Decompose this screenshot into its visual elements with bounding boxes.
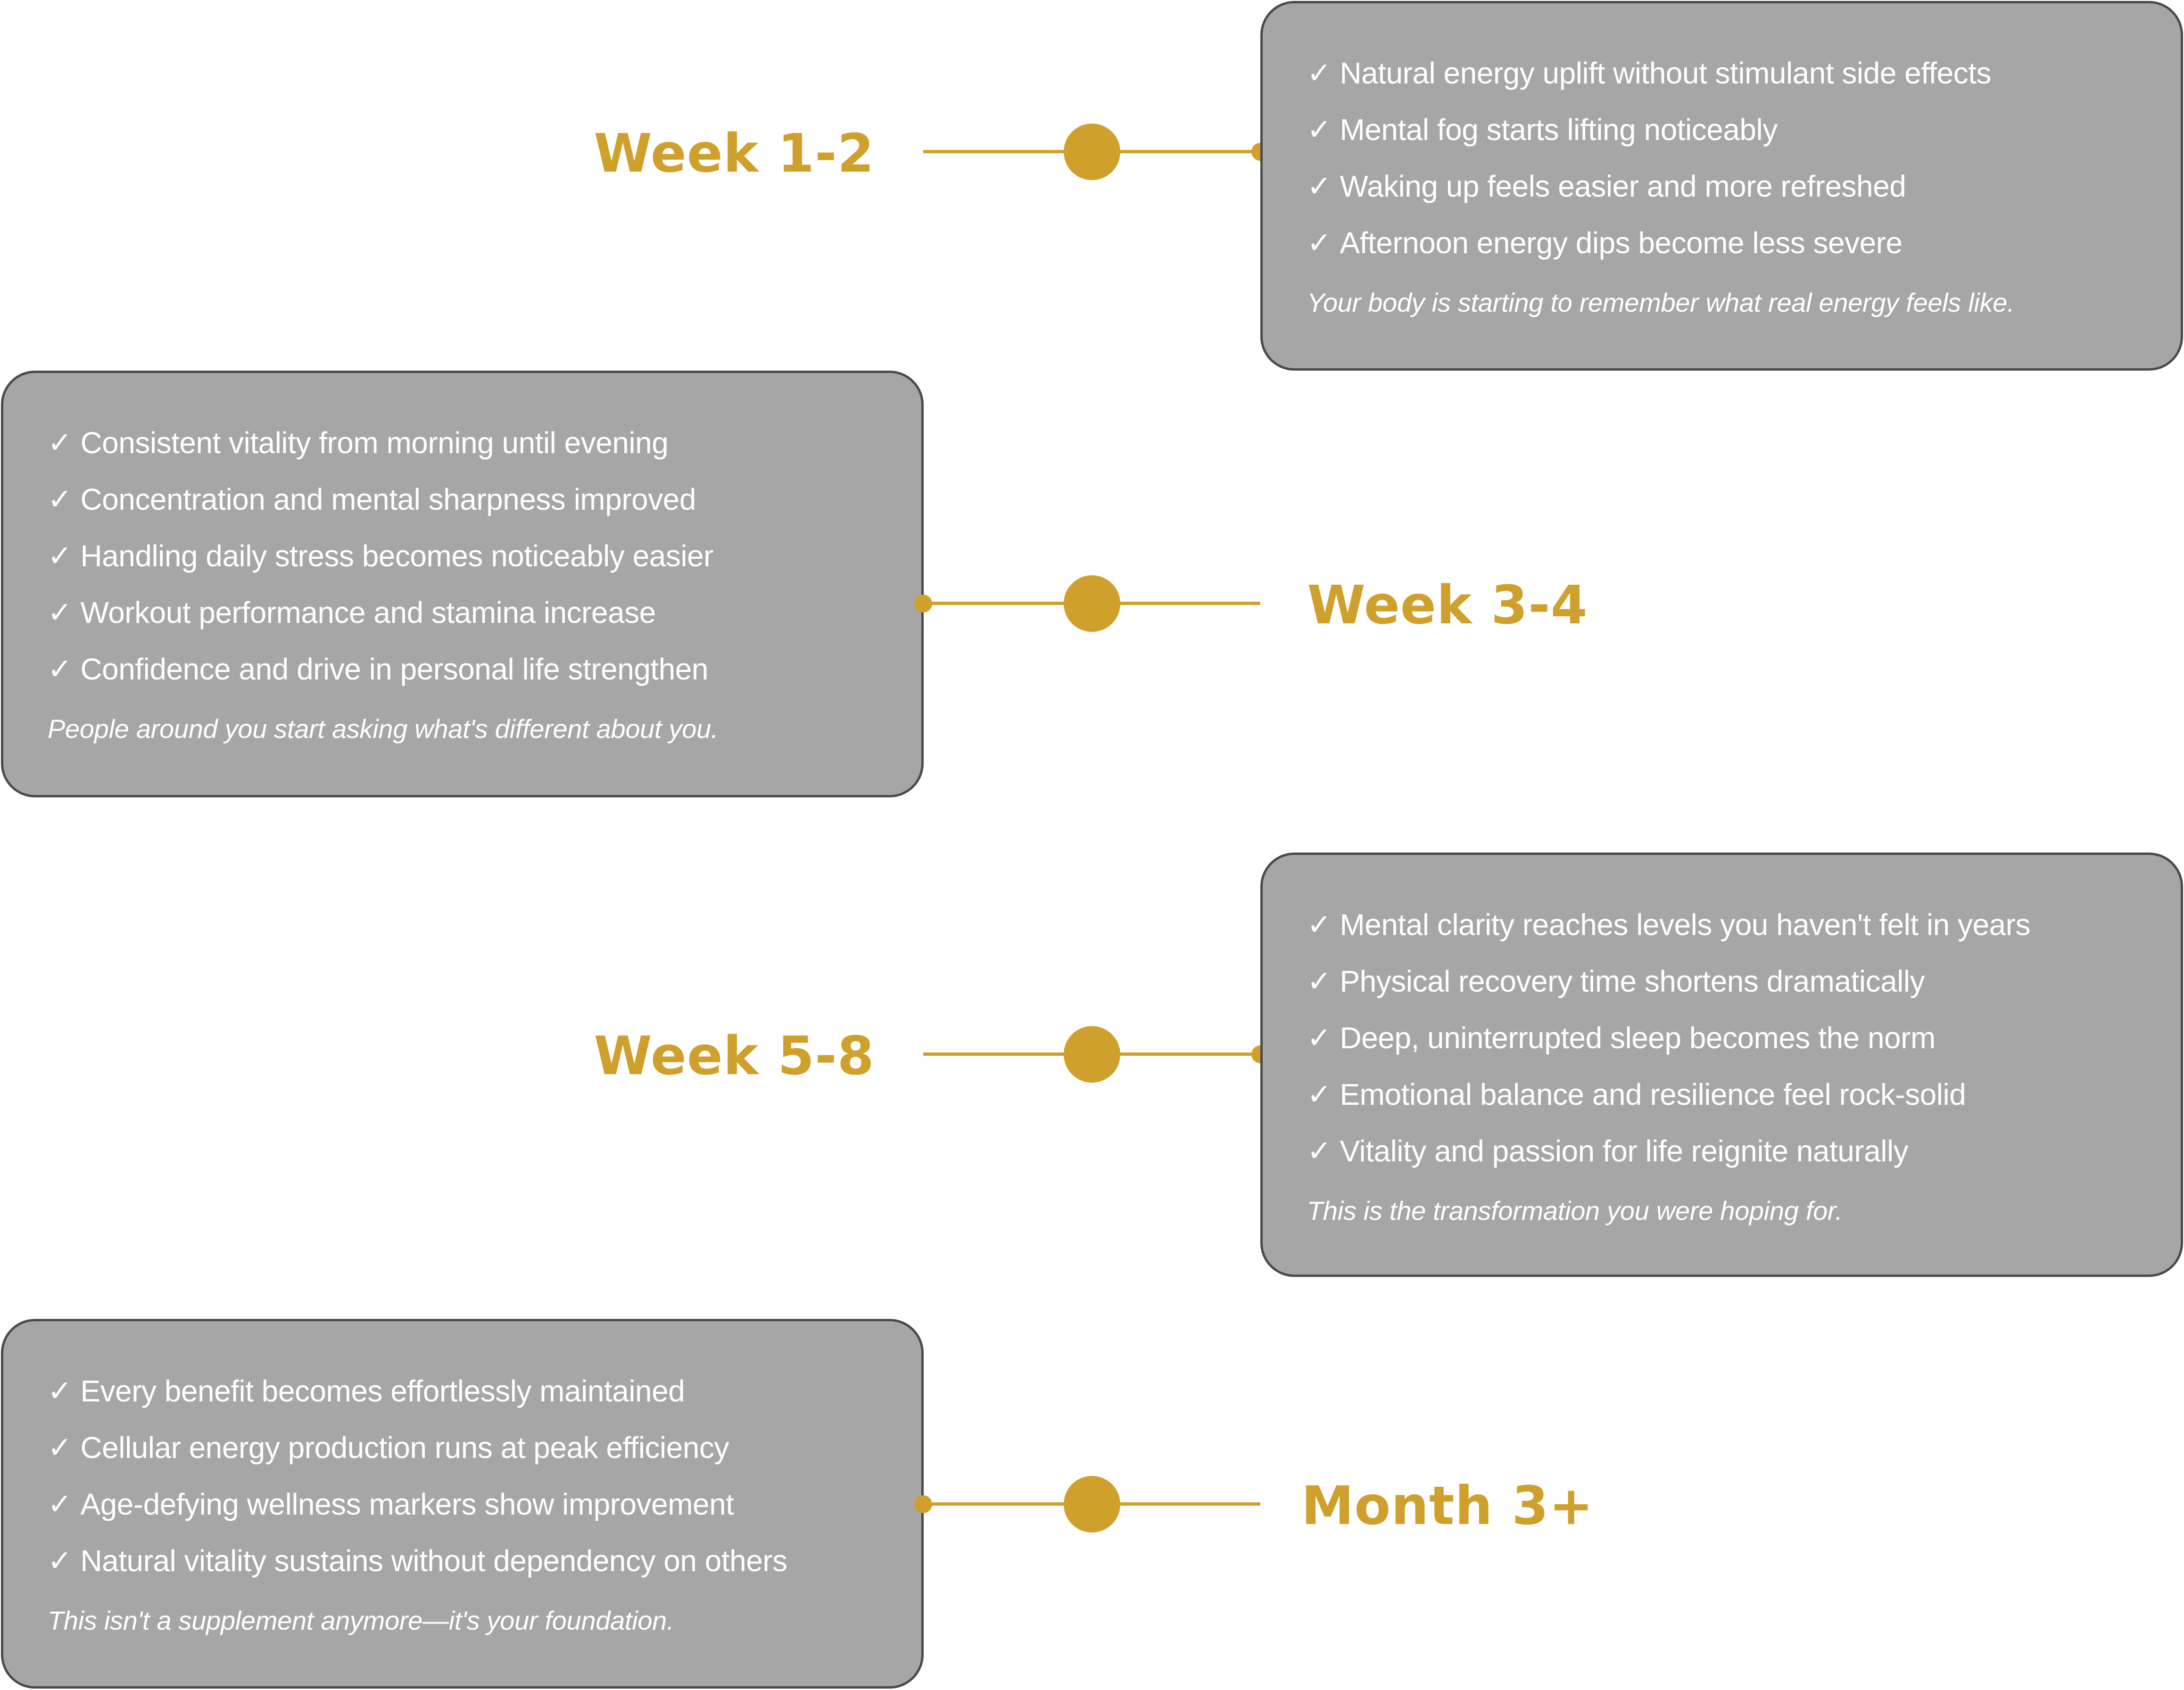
benefit-item: ✓Natural energy uplift without stimulant… <box>1307 45 2138 101</box>
benefit-list: ✓Mental clarity reaches levels you haven… <box>1307 896 2138 1179</box>
check-icon: ✓ <box>1307 169 1332 203</box>
check-icon: ✓ <box>48 652 72 686</box>
check-icon: ✓ <box>1307 1077 1332 1111</box>
benefit-text: Emotional balance and resilience feel ro… <box>1340 1077 1966 1111</box>
milestone-label: Week 3-4 <box>1307 575 1588 636</box>
benefit-item: ✓Concentration and mental sharpness impr… <box>48 471 879 528</box>
check-icon: ✓ <box>48 595 72 630</box>
benefit-text: Waking up feels easier and more refreshe… <box>1340 169 1906 203</box>
connector-dot <box>914 1495 932 1513</box>
check-icon: ✓ <box>48 425 72 460</box>
benefit-text: Age-defying wellness markers show improv… <box>80 1487 734 1521</box>
check-icon: ✓ <box>1307 225 1332 260</box>
benefit-list: ✓Natural energy uplift without stimulant… <box>1307 45 2138 271</box>
timeline-node <box>1064 575 1120 632</box>
benefit-text: Afternoon energy dips become less severe <box>1340 226 1903 260</box>
benefit-text: Deep, uninterrupted sleep becomes the no… <box>1340 1021 1936 1055</box>
benefit-text: Cellular energy production runs at peak … <box>80 1431 729 1465</box>
benefit-list: ✓Every benefit becomes effortlessly main… <box>48 1363 879 1589</box>
milestone-note: People around you start asking what's di… <box>48 714 719 744</box>
benefit-item: ✓Cellular energy production runs at peak… <box>48 1419 879 1476</box>
benefit-text: Natural energy uplift without stimulant … <box>1340 56 1991 90</box>
benefit-item: ✓Emotional balance and resilience feel r… <box>1307 1066 2138 1123</box>
benefit-item: ✓Confidence and drive in personal life s… <box>48 641 879 697</box>
benefit-item: ✓Physical recovery time shortens dramati… <box>1307 953 2138 1010</box>
benefit-item: ✓Mental clarity reaches levels you haven… <box>1307 896 2138 953</box>
check-icon: ✓ <box>1307 112 1332 147</box>
connector-dot <box>914 595 932 613</box>
benefit-item: ✓Consistent vitality from morning until … <box>48 414 879 471</box>
milestone-card: ✓Every benefit becomes effortlessly main… <box>1 1319 924 1689</box>
benefit-text: Workout performance and stamina increase <box>80 596 656 630</box>
check-icon: ✓ <box>1307 1134 1332 1168</box>
benefit-item: ✓Age-defying wellness markers show impro… <box>48 1476 879 1533</box>
timeline-node <box>1064 1026 1120 1083</box>
benefit-text: Mental clarity reaches levels you haven'… <box>1340 908 2030 942</box>
benefit-text: Consistent vitality from morning until e… <box>80 426 669 460</box>
benefit-item: ✓Every benefit becomes effortlessly main… <box>48 1363 879 1419</box>
milestone-label: Month 3+ <box>1301 1475 1594 1537</box>
check-icon: ✓ <box>1307 56 1332 90</box>
milestone-note: Your body is starting to remember what r… <box>1307 288 2015 317</box>
milestone-label: Week 5-8 <box>594 1026 875 1087</box>
benefit-item: ✓Natural vitality sustains without depen… <box>48 1533 879 1589</box>
benefit-item: ✓Mental fog starts lifting noticeably <box>1307 101 2138 158</box>
milestone-card: ✓Mental clarity reaches levels you haven… <box>1260 853 2183 1277</box>
milestone-label: Week 1-2 <box>594 123 875 184</box>
timeline-node <box>1064 1476 1120 1533</box>
benefit-text: Handling daily stress becomes noticeably… <box>80 539 713 573</box>
check-icon: ✓ <box>48 482 72 516</box>
check-icon: ✓ <box>48 1487 72 1521</box>
benefit-text: Every benefit becomes effortlessly maint… <box>80 1374 685 1408</box>
benefit-item: ✓Workout performance and stamina increas… <box>48 584 879 641</box>
check-icon: ✓ <box>1307 964 1332 998</box>
benefit-list: ✓Consistent vitality from morning until … <box>48 414 879 697</box>
benefit-text: Mental fog starts lifting noticeably <box>1340 113 1778 147</box>
check-icon: ✓ <box>1307 1020 1332 1055</box>
benefit-text: Concentration and mental sharpness impro… <box>80 482 696 516</box>
benefit-text: Vitality and passion for life reignite n… <box>1340 1134 1909 1168</box>
benefit-text: Physical recovery time shortens dramatic… <box>1340 964 1925 998</box>
benefit-item: ✓Waking up feels easier and more refresh… <box>1307 158 2138 215</box>
milestone-note: This is the transformation you were hopi… <box>1307 1196 1843 1226</box>
milestone-card: ✓Consistent vitality from morning until … <box>1 371 924 797</box>
benefit-text: Natural vitality sustains without depend… <box>80 1544 787 1578</box>
benefit-item: ✓Handling daily stress becomes noticeabl… <box>48 528 879 584</box>
benefit-item: ✓Vitality and passion for life reignite … <box>1307 1123 2138 1179</box>
timeline-node <box>1064 124 1120 180</box>
milestone-card: ✓Natural energy uplift without stimulant… <box>1260 1 2183 371</box>
benefit-text: Confidence and drive in personal life st… <box>80 652 708 686</box>
check-icon: ✓ <box>48 1374 72 1408</box>
check-icon: ✓ <box>48 1543 72 1578</box>
check-icon: ✓ <box>48 538 72 573</box>
benefit-item: ✓Deep, uninterrupted sleep becomes the n… <box>1307 1010 2138 1066</box>
benefit-item: ✓Afternoon energy dips become less sever… <box>1307 215 2138 271</box>
milestone-note: This isn't a supplement anymore—it's you… <box>48 1606 674 1635</box>
check-icon: ✓ <box>1307 907 1332 942</box>
check-icon: ✓ <box>48 1430 72 1465</box>
